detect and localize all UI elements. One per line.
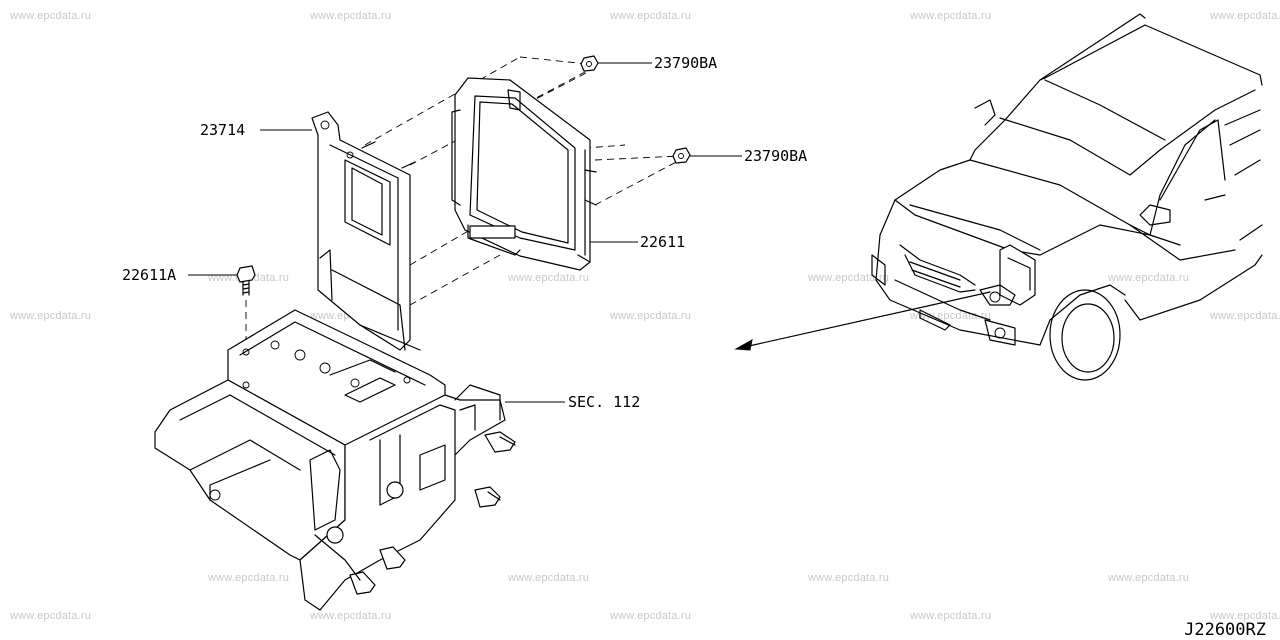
label-23790ba-right: 23790BA	[744, 147, 808, 165]
watermark-text: www.epcdata.ru	[610, 310, 692, 322]
label-23714: 23714	[200, 121, 246, 139]
location-arrow	[734, 291, 991, 351]
label-sec-112: SEC. 112	[568, 393, 641, 411]
watermark-text: www.epcdata.ru	[610, 610, 692, 622]
vehicle-illustration	[871, 13, 1263, 381]
watermark-text: www.epcdata.ru	[610, 10, 692, 22]
nut-23790ba-top	[580, 55, 599, 72]
diagram-code: J22600RZ	[1184, 620, 1266, 640]
watermark-text: www.epcdata.ru	[808, 572, 890, 584]
watermark-text: www.epcdata.ru	[508, 272, 590, 284]
leader-lines	[188, 62, 742, 403]
watermark-text: www.epcdata.ru	[208, 572, 290, 584]
watermark-text: www.epcdata.ru	[10, 310, 92, 322]
watermark-text: www.epcdata.ru	[1108, 272, 1190, 284]
nut-23790ba-right	[672, 147, 691, 164]
watermark-text: www.epcdata.ru	[10, 10, 92, 22]
label-22611a: 22611A	[122, 266, 177, 284]
watermark-text: www.epcdata.ru	[1210, 10, 1280, 22]
label-22611: 22611	[640, 233, 686, 251]
watermark-text: www.epcdata.ru	[1210, 610, 1280, 622]
watermark-text: www.epcdata.ru	[310, 610, 392, 622]
watermark-text: www.epcdata.ru	[808, 272, 890, 284]
bolt-22611a	[236, 265, 256, 296]
ecm-unit	[451, 77, 597, 271]
ecm-bracket	[311, 111, 421, 351]
label-23790ba-top: 23790BA	[654, 54, 718, 72]
watermark-text: www.epcdata.ru	[10, 610, 92, 622]
watermark-text: www.epcdata.ru	[910, 10, 992, 22]
watermark-text: www.epcdata.ru	[910, 610, 992, 622]
watermark-text: www.epcdata.ru	[508, 572, 590, 584]
watermark-text: www.epcdata.ru	[310, 10, 392, 22]
battery-tray	[154, 309, 516, 611]
watermark-text: www.epcdata.ru	[1108, 572, 1190, 584]
watermark-text: www.epcdata.ru	[1210, 310, 1280, 322]
